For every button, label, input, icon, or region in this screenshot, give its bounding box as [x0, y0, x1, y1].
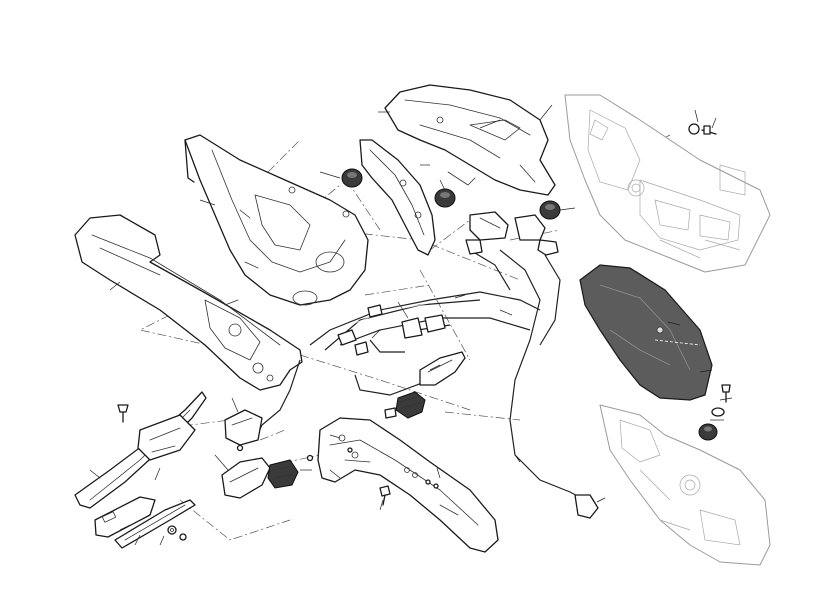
- connectors: [337, 211, 599, 519]
- screw-bottom-center: [379, 485, 391, 506]
- reflector: [419, 351, 466, 386]
- rear-subframe-ghost-upper: [564, 94, 771, 273]
- screw-top-right: [688, 123, 717, 135]
- rear-bracket-bottom: [317, 417, 499, 553]
- tail-bracket-upper: [359, 139, 436, 256]
- screw-right-lower: [711, 384, 731, 417]
- washer-bottom-left: [167, 525, 187, 541]
- screw-left: [117, 404, 129, 423]
- leader-lines: [89, 104, 733, 546]
- license-plate-mount: [94, 496, 196, 549]
- license-plate-holder: [74, 391, 207, 509]
- rubber-grommets: [341, 168, 718, 441]
- shaded-cover-panel: [579, 264, 713, 401]
- fasteners: [117, 123, 731, 541]
- rear-frame-left: [74, 214, 303, 391]
- turn-signal-right: [395, 391, 426, 419]
- screw-center: [384, 407, 397, 419]
- tail-cover-right: [384, 84, 556, 196]
- turn-signal-left: [221, 409, 299, 499]
- rear-frame-center: [184, 134, 369, 306]
- rear-subframe-ghost-lower: [599, 404, 771, 566]
